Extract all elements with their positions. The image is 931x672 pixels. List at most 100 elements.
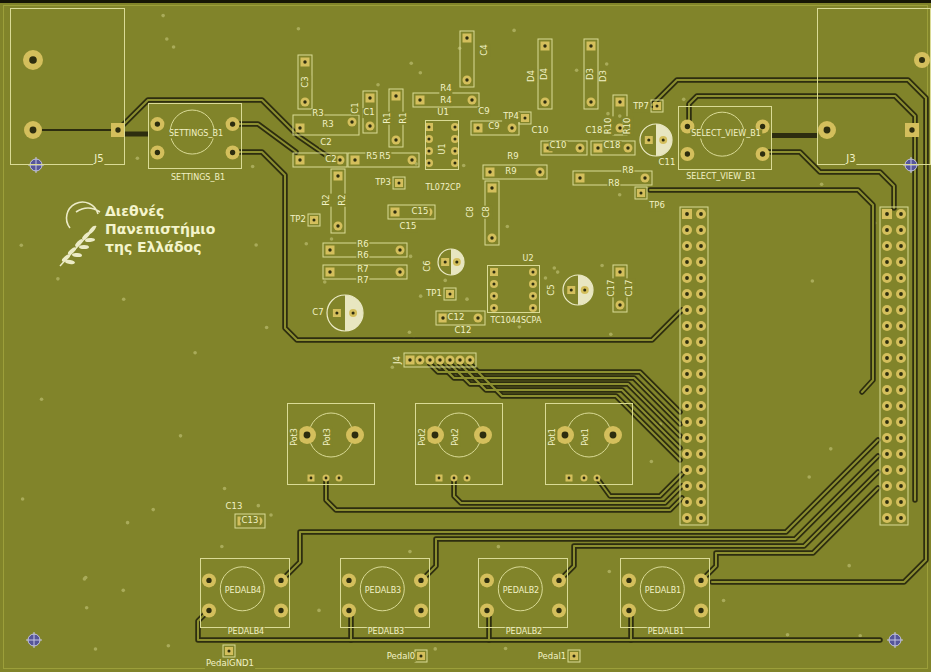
copper-trace (423, 456, 878, 579)
capacitor-outline (438, 249, 464, 275)
via (820, 182, 824, 186)
drill-hole (685, 484, 689, 488)
pad (882, 385, 892, 395)
copper-trace (650, 190, 873, 392)
component-footprint: PEDALB3PEDALB3 (340, 558, 430, 628)
logo-globe (67, 202, 100, 228)
pad (616, 301, 625, 310)
drill-hole (899, 244, 903, 248)
pad (882, 257, 892, 267)
drill-hole (699, 244, 703, 248)
via (462, 164, 466, 168)
drill-hole (899, 468, 903, 472)
drill-hole (458, 358, 461, 361)
drill-hole (583, 477, 586, 480)
component-footprint: Pot1Pot1 (545, 403, 633, 485)
silkscreen-label: D3 (599, 69, 609, 83)
pad (348, 118, 357, 127)
test-point-outline (635, 187, 647, 199)
drill-hole (589, 100, 592, 103)
square-pad (296, 156, 305, 165)
drill-hole (432, 432, 439, 439)
drill-hole (899, 212, 903, 216)
square-pad (682, 209, 692, 219)
pad (682, 337, 692, 347)
drill-hole (441, 316, 444, 319)
copper-trace (454, 478, 682, 503)
pad (696, 337, 706, 347)
drill-hole (427, 137, 430, 140)
drill-hole (699, 308, 703, 312)
square-pad (446, 290, 454, 298)
drill-hole (531, 282, 534, 285)
square-pad (486, 168, 495, 177)
pad (451, 135, 459, 143)
reference-designator: U1 (438, 143, 447, 156)
drill-hole (909, 127, 914, 132)
drill-hole (685, 151, 690, 156)
drill-hole (578, 146, 581, 149)
test-point-outline (519, 112, 531, 124)
silkscreen-outline (348, 153, 419, 167)
drill-hole (899, 484, 903, 488)
capacitor-polarity (451, 249, 464, 275)
drill-hole (303, 60, 306, 63)
silkscreen-label: TP4 (502, 112, 520, 122)
drill-hole (304, 432, 311, 439)
pad (274, 604, 288, 618)
pad (349, 309, 357, 317)
drill-hole (885, 292, 889, 296)
drill-hole (885, 404, 889, 408)
mounting-cross (28, 157, 44, 173)
pad (896, 449, 906, 459)
drill-hole (685, 324, 689, 328)
silkscreen-label: TP3 (374, 178, 392, 188)
drill-hole (699, 324, 703, 328)
drill-hole (30, 127, 37, 134)
silkscreen-label: C1 (362, 108, 375, 118)
reference-designator: SELECT_VIEW_B1 (690, 129, 762, 138)
silkscreen-label: R6 (356, 251, 369, 261)
via (443, 279, 447, 283)
drill-hole (899, 260, 903, 264)
copper-trace (652, 80, 926, 582)
pad (414, 573, 428, 587)
square-pad (587, 42, 596, 51)
pad (414, 604, 428, 618)
silkscreen-label: TP6 (648, 201, 666, 211)
silkscreen-label: C17 (625, 279, 635, 298)
silkscreen-label: C3 (301, 75, 311, 88)
silkscreen-label: C18 (603, 141, 622, 151)
drill-hole (206, 578, 211, 583)
drill-hole (699, 228, 703, 232)
drill-hole (618, 303, 621, 306)
drill-hole (418, 608, 423, 613)
pad (298, 426, 316, 444)
pad (641, 174, 650, 183)
via (408, 550, 412, 554)
drill-hole (492, 306, 495, 309)
component-footprint: Pot3Pot3 (287, 403, 375, 485)
drill-hole (465, 78, 468, 81)
drill-hole (510, 126, 513, 129)
connector-trace (125, 132, 148, 137)
pad (396, 268, 405, 277)
silkscreen-outline (483, 165, 547, 179)
test-point-outline (393, 177, 405, 189)
mounting-cross (26, 632, 42, 648)
drill-hole (556, 578, 561, 583)
pad (896, 257, 906, 267)
component-footprint: PEDALB1PEDALB1 (620, 558, 710, 628)
capacitor-outline (640, 124, 672, 156)
square-pad (326, 246, 335, 255)
pad (896, 385, 906, 395)
square-pad (296, 124, 305, 133)
reference-designator: Pot3 (290, 427, 299, 447)
pad (696, 385, 706, 395)
silkscreen-label: Pedal0 (386, 652, 416, 662)
drill-hole (685, 292, 689, 296)
pad (480, 573, 494, 587)
pad (474, 314, 483, 323)
drill-hole (453, 149, 456, 152)
copper-trace-core (689, 96, 915, 500)
